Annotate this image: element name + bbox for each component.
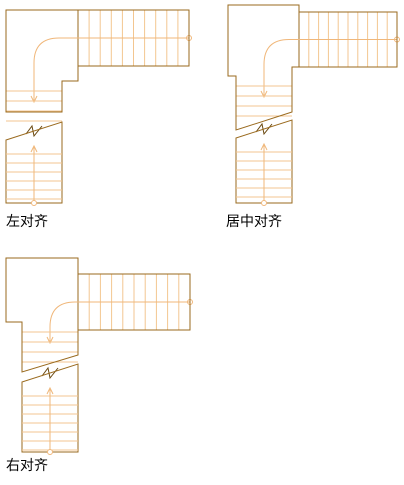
stair-outline: [227, 4, 398, 131]
stair-figure-left: [5, 9, 192, 206]
lower-flight-outline: [21, 363, 79, 453]
walk-line: [263, 39, 397, 96]
stair-figure-right: [5, 257, 193, 455]
arrow-head-up: [46, 386, 54, 395]
arrow-head-up: [30, 144, 38, 153]
start-marker: [261, 200, 267, 206]
stair-outline: [5, 257, 191, 373]
caption-center-align: 居中对齐: [226, 214, 282, 230]
arrow-head-down: [260, 90, 268, 99]
stair-figure-center: [227, 4, 400, 206]
start-marker: [31, 200, 37, 206]
stair-outline: [5, 9, 190, 113]
arrow-head-down: [46, 336, 54, 345]
caption-right-align: 右对齐: [6, 458, 48, 474]
caption-left-align: 左对齐: [6, 214, 48, 230]
arrow-head-down: [30, 95, 38, 104]
walk-line: [33, 37, 189, 101]
start-marker: [47, 449, 53, 455]
walk-line: [49, 301, 190, 342]
arrow-head-up: [260, 142, 268, 151]
